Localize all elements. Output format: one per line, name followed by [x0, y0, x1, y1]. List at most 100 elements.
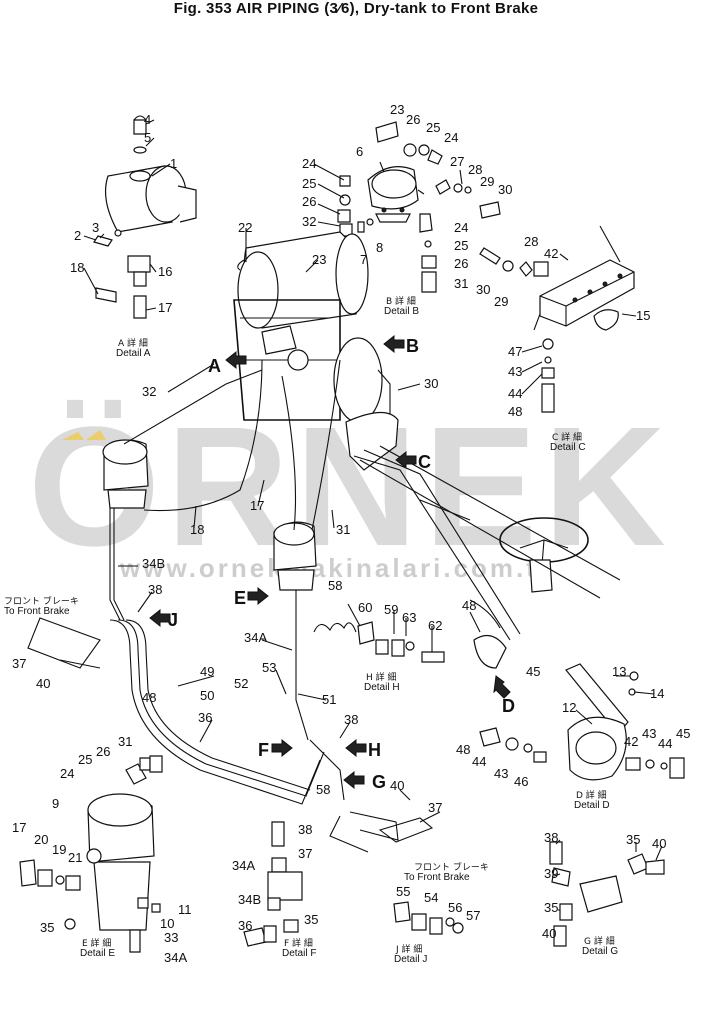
callout-45d: 44 — [658, 736, 672, 751]
callout-5: 5 — [144, 130, 151, 145]
callout-16: 16 — [158, 264, 172, 279]
callout-31m: 31 — [336, 522, 350, 537]
callout-63: 62 — [428, 618, 442, 633]
callout-20: 20 — [34, 832, 48, 847]
callout-1: 1 — [170, 156, 177, 171]
air-lines — [27, 359, 521, 853]
callout-34a-e: 34A — [164, 950, 187, 965]
callout-26c: 26 — [454, 256, 468, 271]
callout-17e: 17 — [12, 820, 26, 835]
detail-g-caption: Detail G — [582, 946, 618, 957]
callout-29: 29 — [480, 174, 494, 189]
callout-4: 4 — [144, 112, 151, 127]
arrow-label-g: G — [372, 772, 386, 792]
callout-14: 14 — [650, 686, 664, 701]
callout-32: 32 — [302, 214, 316, 229]
callout-9: 9 — [52, 796, 59, 811]
detail-b-drawing — [337, 121, 501, 293]
detail-h-caption-jp: H 詳 細 — [366, 671, 397, 683]
callout-24c: 24 — [454, 220, 468, 235]
callout-46d: 45 — [676, 726, 690, 741]
callout-53: 51 — [322, 692, 336, 707]
detail-f-caption: Detail F — [282, 948, 316, 959]
steering-column — [359, 445, 621, 599]
relay-valve-middle — [273, 521, 317, 591]
callout-60: 58 — [328, 578, 342, 593]
callout-42g: 40 — [652, 836, 666, 851]
callout-42g2: 40 — [542, 926, 556, 941]
callout-36: 35 — [40, 920, 54, 935]
detail-j-drawing — [393, 901, 464, 935]
callout-49d: 48 — [456, 742, 470, 757]
callout-58: 56 — [448, 900, 462, 915]
callout-45: 44 — [508, 386, 522, 401]
detail-a-caption: Detail A — [116, 348, 151, 359]
callout-41: 39 — [544, 866, 558, 881]
callout-48: 47 — [508, 344, 522, 359]
detail-b-caption-jp: B 詳 細 — [386, 295, 416, 307]
arrow-label-c: C — [418, 452, 431, 472]
detail-d-caption-jp: D 詳 細 — [576, 789, 607, 801]
callout-50: 48 — [142, 690, 156, 705]
callout-49m: 48 — [462, 598, 476, 613]
callout-40f: 38 — [298, 822, 312, 837]
arrow-label-a: A — [208, 356, 221, 376]
callout-32m: 32 — [142, 384, 156, 399]
callout-43: 42 — [544, 246, 558, 261]
front-brake-note-2: To Front Brake — [404, 872, 470, 883]
callout-40b: 38 — [344, 712, 358, 727]
callout-34b: 34B — [142, 556, 165, 571]
detail-d-caption: Detail D — [574, 800, 610, 811]
callout-18m: 18 — [190, 522, 204, 537]
callout-55: 53 — [262, 660, 276, 675]
callout-35: 34B — [238, 892, 261, 907]
callout-24: 24 — [444, 130, 458, 145]
callout-61: 59 — [384, 602, 398, 617]
callout-45d2: 44 — [472, 754, 486, 769]
callout-42b: 40 — [390, 778, 404, 793]
detail-e-caption-jp: E 詳 細 — [82, 937, 111, 949]
callout-25e: 25 — [78, 752, 92, 767]
arrow-label-b: B — [406, 336, 419, 356]
callout-57: 55 — [396, 884, 410, 899]
detail-e-drawing — [19, 755, 163, 953]
callout-3: 3 — [92, 220, 99, 235]
detail-j-caption: Detail J — [394, 954, 427, 965]
detail-g-caption-jp: G 詳 細 — [584, 935, 615, 947]
detail-c-caption: Detail C — [550, 442, 586, 453]
callout-31: 31 — [454, 276, 468, 291]
front-brake-note-2-jp: フロント ブレーキ — [414, 861, 489, 873]
callout-39b: 37 — [428, 800, 442, 815]
callout-59: 57 — [466, 908, 480, 923]
callout-24b: 24 — [302, 156, 316, 171]
callout-15: 15 — [636, 308, 650, 323]
detail-c-caption-jp: C 詳 細 — [552, 431, 582, 443]
callout-27: 27 — [450, 154, 464, 169]
callout-37g: 35 — [626, 832, 640, 847]
callout-30m: 30 — [424, 376, 438, 391]
callout-23b: 23 — [390, 102, 404, 117]
callout-44d: 43 — [642, 726, 656, 741]
callout-26b: 26 — [302, 194, 316, 209]
callout-25b: 25 — [302, 176, 316, 191]
callout-47: 46 — [514, 774, 528, 789]
callout-23: 23 — [312, 252, 326, 267]
callout-2: 2 — [74, 228, 81, 243]
main-tank-assembly — [233, 231, 399, 471]
detail-c-drawing — [479, 225, 635, 413]
callout-8: 8 — [376, 240, 383, 255]
callout-25c: 25 — [454, 238, 468, 253]
callout-28: 28 — [468, 162, 482, 177]
figure-title: Fig. 353 AIR PIPING (3⁄6), Dry-tank to F… — [173, 0, 539, 17]
callout-26: 26 — [406, 112, 420, 127]
detail-b-caption: Detail B — [384, 306, 419, 317]
arrow-label-f: F — [258, 740, 269, 760]
view-arrows — [149, 334, 511, 790]
callout-38: 36 — [198, 710, 212, 725]
callout-21: 21 — [68, 850, 82, 865]
arrow-label-h: H — [368, 740, 381, 760]
detail-d-drawing — [473, 634, 685, 781]
detail-captions: A 詳 細 Detail A B 詳 細 Detail B C 詳 細 Deta… — [4, 295, 618, 965]
callout-42a: 40 — [36, 676, 50, 691]
